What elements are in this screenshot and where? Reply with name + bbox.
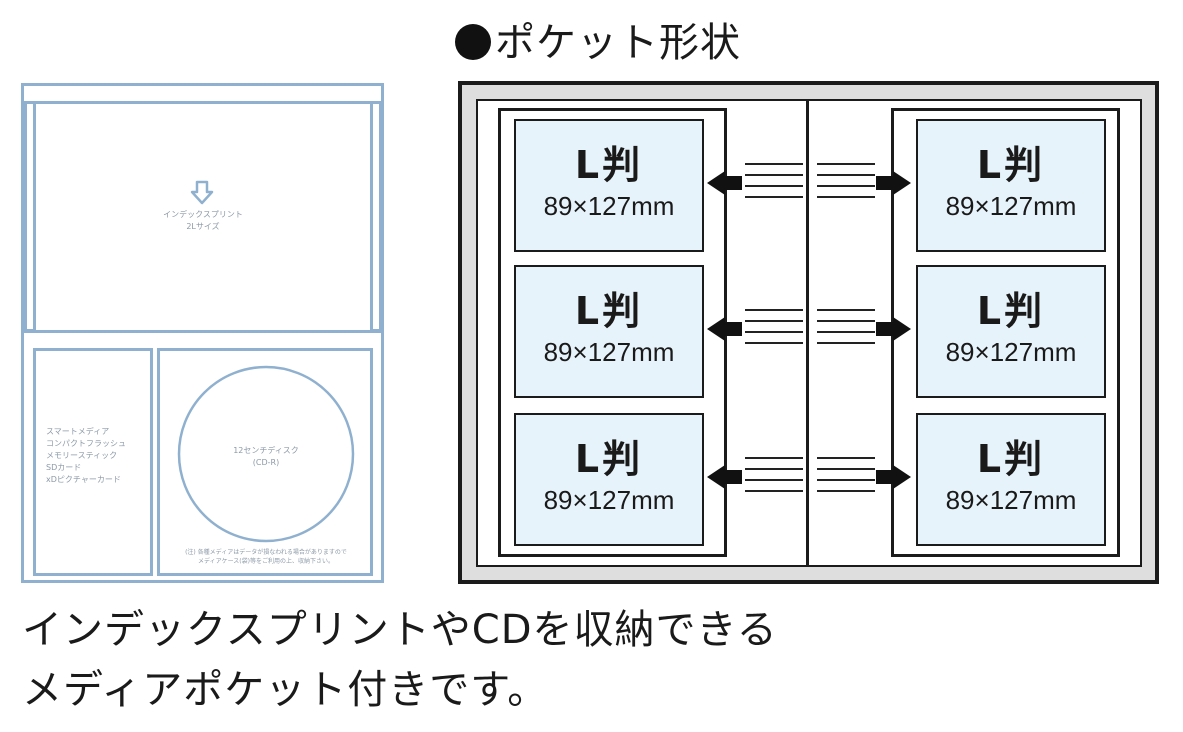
photo-size-label: L判 [574, 289, 644, 333]
media-note-line2: メディアケース(袋)等をご利用の上、収納下さい。 [198, 558, 334, 565]
index-print-pocket-divider [24, 330, 382, 333]
insert-arrow-left-stem [724, 322, 742, 336]
photo-size-label: L判 [574, 437, 644, 481]
slot-lines-right [817, 457, 875, 497]
index-print-pocket-left-edge [24, 104, 36, 332]
caption-line1: インデックスプリントやCDを収納できる [22, 607, 778, 653]
photo-size-label: L判 [976, 289, 1046, 333]
insert-arrow-left-icon [707, 171, 725, 195]
cd-pocket [157, 348, 373, 576]
slot-lines-right [817, 163, 875, 203]
cd-label: 12センチディスク (CD-R) [206, 445, 326, 469]
insert-arrow-right-icon [893, 171, 911, 195]
pocket-shape-heading: ポケット形状 [455, 10, 741, 68]
insert-arrow-right-icon [893, 465, 911, 489]
insert-arrow-right-stem [876, 176, 894, 190]
photo-dimensions: 89×127mm [543, 191, 675, 221]
photo-dimensions: 89×127mm [945, 485, 1077, 515]
photo-dimensions: 89×127mm [543, 485, 675, 515]
insert-arrow-left-stem [724, 470, 742, 484]
photo-pocket-left-3: L判 89×127mm [514, 413, 704, 546]
index-print-label-line1: インデックスプリント [163, 210, 243, 219]
index-print-label: インデックスプリント 2Lサイズ [140, 209, 266, 233]
photo-size-label: L判 [976, 143, 1046, 187]
photo-pocket-right-1: L判 89×127mm [916, 119, 1106, 252]
card-item: SDカード [46, 463, 82, 472]
cd-disc-icon [177, 365, 355, 543]
card-item: コンパクトフラッシュ [46, 439, 126, 448]
card-item: xDピクチャーカード [46, 475, 121, 484]
photo-size-label: L判 [574, 143, 644, 187]
photo-pocket-left-2: L判 89×127mm [514, 265, 704, 398]
insert-arrow-left-icon [707, 317, 725, 341]
top-flap-line [24, 101, 382, 104]
card-item: メモリースティック [46, 451, 118, 460]
photo-pocket-right-2: L判 89×127mm [916, 265, 1106, 398]
pocket-shape-heading-text: ポケット形状 [495, 20, 741, 66]
card-item: スマートメディア [46, 427, 110, 436]
photo-pocket-left-1: L判 89×127mm [514, 119, 704, 252]
media-note-line1: (注) 各種メディアはデータが損なわれる場合がありますので [185, 549, 347, 556]
photo-dimensions: 89×127mm [945, 337, 1077, 367]
slot-lines-left [745, 457, 803, 497]
bullet-icon [455, 24, 491, 60]
insert-arrow-left-stem [724, 176, 742, 190]
photo-dimensions: 89×127mm [945, 191, 1077, 221]
photo-pocket-right-3: L判 89×127mm [916, 413, 1106, 546]
card-list: スマートメディア コンパクトフラッシュ メモリースティック SDカード xDピク… [46, 426, 126, 486]
slot-lines-left [745, 309, 803, 349]
cd-label-line2: (CD-R) [252, 458, 280, 467]
insert-arrow-right-stem [876, 322, 894, 336]
index-print-pocket-right-edge [370, 104, 382, 332]
caption: インデックスプリントやCDを収納できる メディアポケット付きです。 [22, 600, 778, 720]
slot-lines-right [817, 309, 875, 349]
photo-dimensions: 89×127mm [543, 337, 675, 367]
media-pocket-sheet [21, 83, 384, 583]
index-print-label-line2: 2Lサイズ [186, 222, 220, 231]
album-spine [806, 99, 809, 567]
media-note: (注) 各種メディアはデータが損なわれる場合がありますので メディアケース(袋)… [166, 548, 366, 566]
insert-arrow-right-stem [876, 470, 894, 484]
photo-size-label: L判 [976, 437, 1046, 481]
insert-arrow-right-icon [893, 317, 911, 341]
card-pocket [33, 348, 153, 576]
down-arrow-icon [190, 180, 214, 205]
caption-line2: メディアポケット付きです。 [22, 667, 549, 713]
slot-lines-left [745, 163, 803, 203]
insert-arrow-left-icon [707, 465, 725, 489]
cd-label-line1: 12センチディスク [233, 446, 299, 455]
